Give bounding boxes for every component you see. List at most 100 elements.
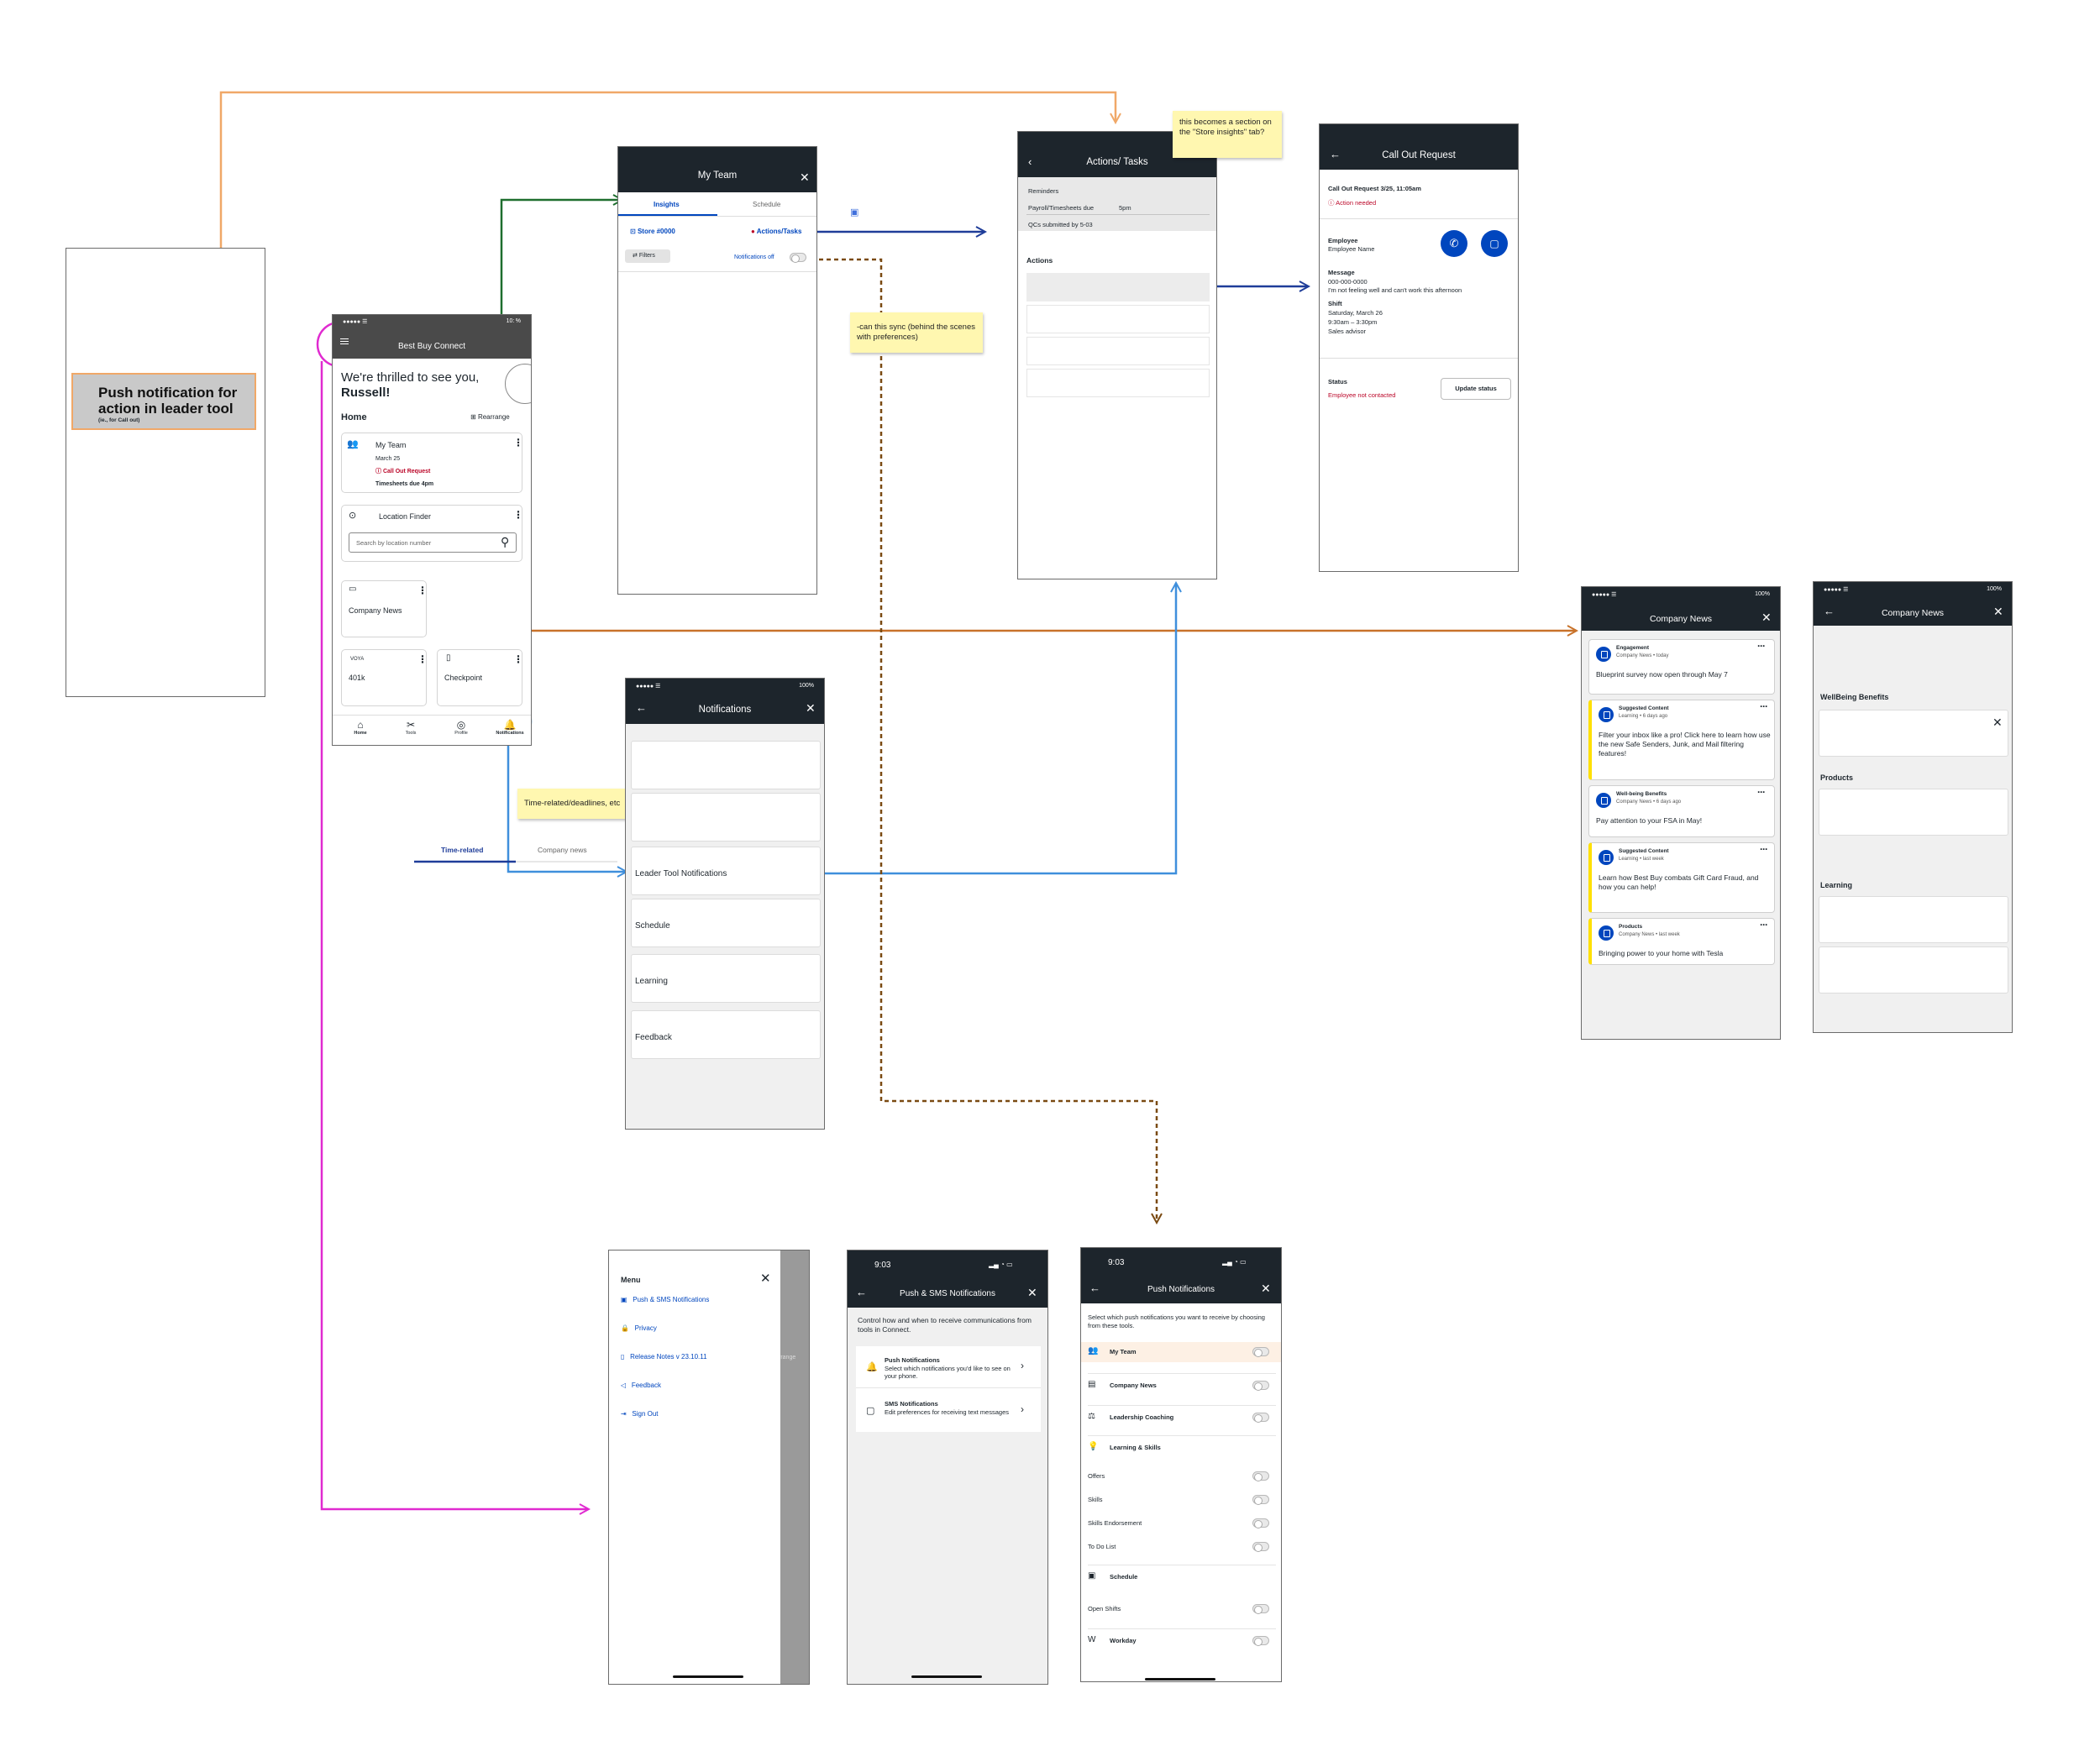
back-arrow-icon[interactable]: ← <box>1330 148 1341 160</box>
push-toggle[interactable] <box>1252 1604 1269 1614</box>
row-divider <box>1088 1435 1276 1436</box>
push-row[interactable]: Skills Endorsement <box>1081 1513 1281 1534</box>
checkpoint-card[interactable]: ▯ ⋮ Checkpoint <box>437 649 523 706</box>
menu-privacy-label: Privacy <box>634 1324 657 1332</box>
menu-item-push-sms[interactable]: ▣ Push & SMS Notifications <box>621 1296 709 1303</box>
close-icon[interactable]: ✕ <box>806 701 816 715</box>
chat-icon: ▢ <box>1489 238 1499 249</box>
back-arrow-icon[interactable]: ← <box>856 1286 867 1298</box>
menu-item-privacy[interactable]: 🔒 Privacy <box>621 1324 657 1332</box>
push-toggle[interactable] <box>1252 1518 1269 1528</box>
tab-insights[interactable]: Insights <box>654 201 680 208</box>
filters-button[interactable]: ⇄ Filters <box>625 249 670 263</box>
phone-button[interactable]: ✆ <box>1441 230 1467 257</box>
push-toggle[interactable] <box>1252 1347 1269 1357</box>
push-toggle[interactable] <box>1252 1381 1269 1391</box>
nav-profile[interactable]: ◎Profile <box>449 719 474 736</box>
news-more-icon[interactable]: ··· <box>1760 843 1768 855</box>
actions-row-4[interactable] <box>1026 369 1210 397</box>
menu-close-icon[interactable]: ✕ <box>760 1271 771 1286</box>
menu-item-feedback[interactable]: ◁ Feedback <box>621 1382 661 1389</box>
chat-icon: ▢ <box>866 1406 875 1416</box>
push-row[interactable]: Offers <box>1081 1466 1281 1486</box>
nav-notifications[interactable]: 🔔Notifications <box>491 719 529 736</box>
push-row[interactable]: Open Shifts <box>1081 1599 1281 1619</box>
close-icon[interactable]: ✕ <box>1261 1282 1271 1295</box>
menu-sign-out-label: Sign Out <box>632 1410 659 1418</box>
push-notifications-row[interactable]: 🔔 Push Notifications Select which notifi… <box>856 1346 1041 1388</box>
greeting-line1: We're thrilled to see you, <box>341 370 480 385</box>
shift-label: Shift <box>1328 300 1342 307</box>
push-toggle[interactable] <box>1252 1495 1269 1505</box>
tab-schedule[interactable]: Schedule <box>753 201 781 208</box>
notifications-toggle[interactable] <box>790 253 806 263</box>
back-icon[interactable]: ‹ <box>1028 155 1032 168</box>
tab-time-related[interactable]: Time-related <box>441 846 484 854</box>
push-row[interactable]: ▤Company News <box>1081 1376 1281 1396</box>
actions-row-3[interactable] <box>1026 337 1210 365</box>
actions-row-2[interactable] <box>1026 305 1210 333</box>
push-toggle[interactable] <box>1252 1413 1269 1423</box>
k401-card[interactable]: VOYA ⋮ 401k <box>341 649 428 706</box>
push-row[interactable]: 👥My Team <box>1081 1342 1281 1362</box>
notification-item-schedule[interactable]: Schedule <box>631 899 821 947</box>
tab-company-news[interactable]: Company news <box>538 846 587 854</box>
wellbeing-card[interactable]: ✕ <box>1819 710 2008 757</box>
news-meta: Learning • last week <box>1619 857 1664 862</box>
actions-tasks-link[interactable]: ● Actions/Tasks <box>751 228 801 235</box>
nav-home[interactable]: ⌂Home <box>348 719 373 736</box>
close-icon[interactable]: ✕ <box>1761 611 1772 624</box>
push-row[interactable]: To Do List <box>1081 1537 1281 1557</box>
learning-card-1[interactable] <box>1819 896 2008 943</box>
checkpoint-more-icon[interactable]: ⋮ <box>513 653 523 665</box>
close-icon[interactable]: ✕ <box>1993 605 2003 618</box>
push-toggle[interactable] <box>1252 1542 1269 1552</box>
company-news-card[interactable]: ▭ ⋮ Company News <box>341 580 428 637</box>
my-team-card[interactable]: 👥 My Team ⋮ March 25 ⓘ Call Out Request … <box>341 433 523 493</box>
nav-tools[interactable]: ✂Tools <box>398 719 423 736</box>
my-team-more-icon[interactable]: ⋮ <box>513 437 523 448</box>
push-toggle[interactable] <box>1252 1636 1269 1646</box>
close-icon[interactable]: ✕ <box>800 170 810 184</box>
location-finder-card[interactable]: ⊙ Location Finder ⋮ Search by location n… <box>341 505 523 562</box>
k401-more-icon[interactable]: ⋮ <box>417 653 428 665</box>
close-icon[interactable]: ✕ <box>1027 1286 1037 1299</box>
rearrange-button[interactable]: ⊞ Rearrange <box>470 413 510 421</box>
back-arrow-icon[interactable]: ← <box>1824 605 1835 617</box>
store-link[interactable]: ⊡ Store #0000 <box>630 228 675 235</box>
notification-item-feedback[interactable]: Feedback <box>631 1010 821 1059</box>
products-card[interactable] <box>1819 789 2008 836</box>
callout-alert[interactable]: ⓘ Call Out Request <box>375 467 430 475</box>
notification-item-learning[interactable]: Learning <box>631 954 821 1003</box>
menu-item-release-notes[interactable]: ▯ Release Notes v 23.10.11 <box>621 1353 707 1361</box>
back-arrow-icon[interactable]: ← <box>1089 1282 1100 1294</box>
location-more-icon[interactable]: ⋮ <box>513 509 523 521</box>
location-search-input[interactable]: Search by location number ⚲ <box>349 532 517 553</box>
push-toggle[interactable] <box>1252 1471 1269 1481</box>
news-meta: Learning • 6 days ago <box>1619 714 1668 719</box>
news-more-icon[interactable]: ··· <box>1760 919 1768 931</box>
notification-item-leader-tool[interactable]: Leader Tool Notifications <box>631 847 821 895</box>
close-icon[interactable]: ✕ <box>1992 716 2003 729</box>
actions-row-1[interactable] <box>1026 273 1210 301</box>
message-button[interactable]: ▢ <box>1481 230 1508 257</box>
news-more-icon[interactable]: ··· <box>1757 786 1766 798</box>
menu-item-sign-out[interactable]: ⇥ Sign Out <box>621 1410 659 1418</box>
sms-notifications-row[interactable]: ▢ SMS Notifications Edit preferences for… <box>856 1390 1041 1432</box>
push-row[interactable]: ⚖Leadership Coaching <box>1081 1408 1281 1428</box>
news-more-icon[interactable]: ··· <box>1760 700 1768 712</box>
update-status-button[interactable]: Update status <box>1441 378 1511 400</box>
news-more-icon[interactable]: ⋮ <box>417 585 428 596</box>
push-sms-header: 9:03 ▂▄ ◔ ▭ ← Push & SMS Notifications ✕ <box>848 1251 1047 1308</box>
push-row[interactable]: Skills <box>1081 1490 1281 1510</box>
menu-icon[interactable] <box>340 338 349 344</box>
learning-card-2[interactable] <box>1819 946 2008 994</box>
back-arrow-icon[interactable]: ← <box>636 701 647 714</box>
news-more-icon[interactable]: ··· <box>1757 640 1766 652</box>
